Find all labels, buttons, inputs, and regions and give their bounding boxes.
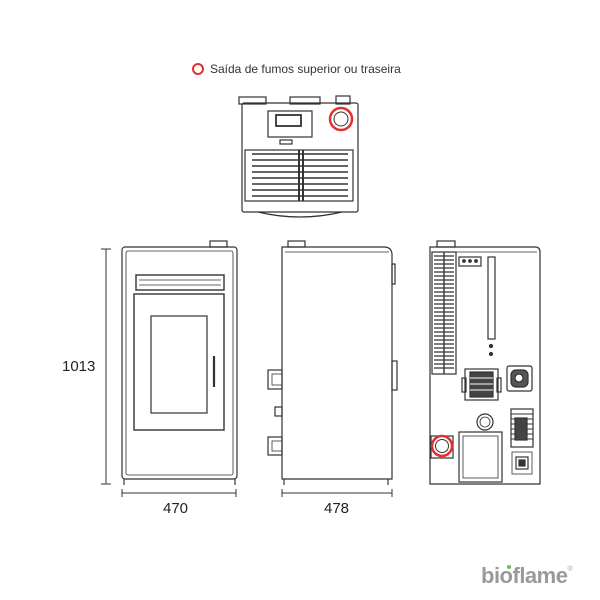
front-view [121, 240, 238, 485]
legend: Saída de fumos superior ou traseira [192, 60, 401, 78]
side-view [267, 240, 398, 485]
back-view [429, 240, 541, 485]
red-circle-icon [192, 63, 204, 75]
registered-mark: ® [567, 566, 573, 573]
front-width-label: 470 [163, 500, 189, 517]
front-width-dimension [121, 489, 237, 497]
depth-dimension [281, 489, 393, 497]
legend-text: Saída de fumos superior ou traseira [210, 62, 401, 76]
height-label: 1013 [62, 358, 96, 375]
brand-logo: bioflame® [481, 563, 573, 589]
brand-name: bioflame [481, 563, 568, 588]
top-view [238, 95, 359, 218]
side-depth-label: 478 [324, 500, 350, 517]
height-dimension [101, 248, 111, 485]
top-smoke-outlet-marker [328, 106, 354, 132]
rear-smoke-outlet-marker [430, 434, 454, 458]
brand-leaf-icon [507, 565, 511, 569]
